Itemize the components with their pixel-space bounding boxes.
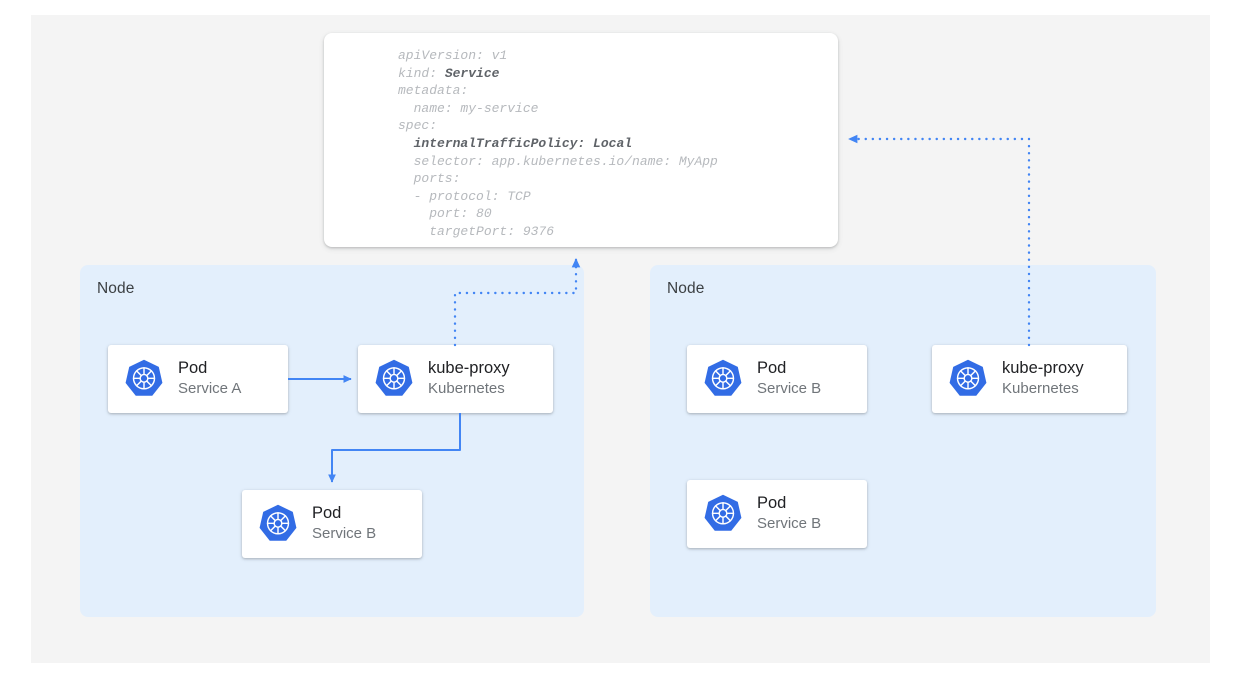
card-title: kube-proxy (428, 359, 510, 378)
card-title: Pod (178, 359, 208, 378)
card-subtitle: Service B (757, 380, 822, 398)
card-text: Pod Service A (178, 358, 241, 400)
card-subtitle: Service B (312, 525, 377, 543)
kubernetes-icon (256, 502, 300, 546)
card-kube-proxy-left[interactable]: kube-proxy Kubernetes (358, 345, 553, 413)
card-title: kube-proxy (1002, 359, 1084, 378)
node-label-left: Node (97, 280, 135, 297)
kubernetes-icon (946, 357, 990, 401)
card-text: Pod Service B (312, 503, 376, 545)
card-text: kube-proxy Kubernetes (428, 358, 510, 400)
service-manifest-code: apiVersion: v1 kind: Service metadata: n… (398, 48, 718, 239)
card-title: Pod (312, 504, 342, 523)
card-pod-service-b-left[interactable]: Pod Service B (242, 490, 422, 558)
kubernetes-icon (701, 357, 745, 401)
card-subtitle: Service B (757, 515, 822, 533)
kubernetes-icon (701, 492, 745, 536)
card-kube-proxy-right[interactable]: kube-proxy Kubernetes (932, 345, 1127, 413)
service-manifest-panel: apiVersion: v1 kind: Service metadata: n… (324, 33, 838, 247)
node-panel-left (80, 265, 584, 617)
card-text: kube-proxy Kubernetes (1002, 358, 1084, 400)
node-panel-right (650, 265, 1156, 617)
card-text: Pod Service B (757, 358, 821, 400)
card-pod-service-b-right-bottom[interactable]: Pod Service B (687, 480, 867, 548)
card-subtitle: Kubernetes (1002, 380, 1079, 398)
card-title: Pod (757, 494, 787, 513)
kubernetes-icon (372, 357, 416, 401)
card-subtitle: Service A (178, 380, 242, 398)
card-subtitle: Kubernetes (428, 380, 505, 398)
kubernetes-icon (122, 357, 166, 401)
card-pod-service-a[interactable]: Pod Service A (108, 345, 288, 413)
card-title: Pod (757, 359, 787, 378)
card-text: Pod Service B (757, 493, 821, 535)
node-label-right: Node (667, 280, 705, 297)
card-pod-service-b-right-top[interactable]: Pod Service B (687, 345, 867, 413)
